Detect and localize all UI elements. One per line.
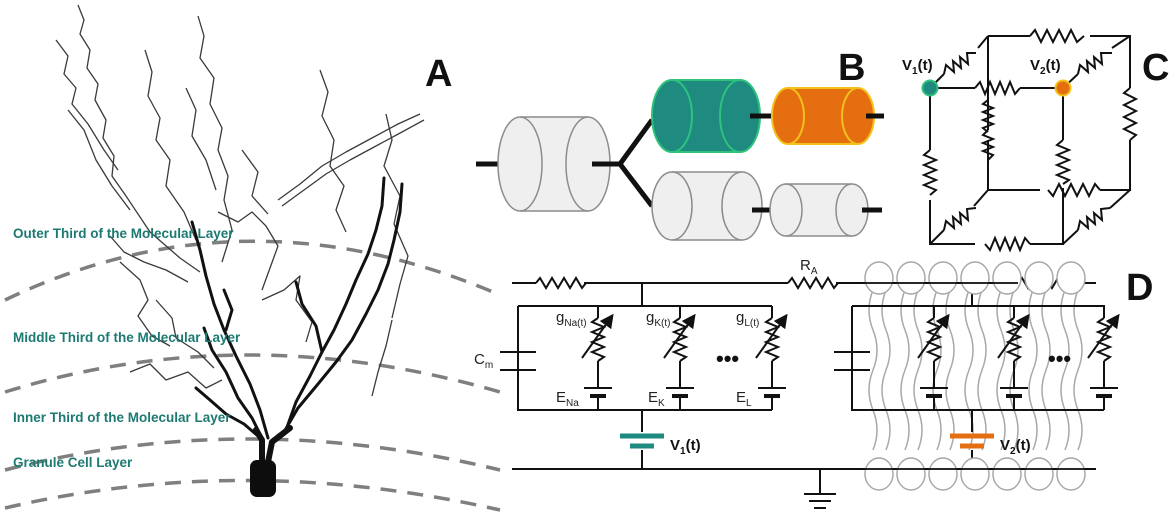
variable-resistor-icon — [763, 317, 781, 362]
panel-letter-b: B — [838, 47, 865, 89]
gray-compartment-lower — [651, 171, 763, 241]
membrane-circuit-v1: Cm gNa(t) ENa — [474, 283, 788, 469]
resistor-icon — [787, 276, 839, 290]
resistor-icon — [1077, 52, 1112, 75]
layer-boundary-outer — [4, 239, 501, 302]
label-el: EL — [736, 389, 752, 409]
layer-label-outer: Outer Third of the Molecular Layer — [13, 226, 234, 241]
battery-icon — [950, 433, 994, 449]
battery-icon — [920, 387, 948, 398]
cube-connecting-edges — [929, 35, 1131, 245]
resistor-icon — [943, 52, 976, 75]
label-gl: gL(t) — [736, 309, 759, 329]
ellipsis-right: ••• — [1048, 346, 1071, 371]
resistor-icon — [984, 235, 1031, 253]
capacitor-icon — [834, 351, 870, 371]
label-v1-circuit: V1(t) — [670, 437, 701, 457]
orange-compartment — [771, 87, 875, 145]
resistor-icon — [1029, 27, 1085, 45]
layer-boundary-middle — [4, 353, 501, 394]
resistor-icon — [1121, 87, 1139, 141]
primary-dendrite-right — [265, 425, 293, 465]
label-v2-cube: V2(t) — [1030, 57, 1061, 77]
branch-point — [617, 118, 655, 208]
panel-b: B — [476, 47, 884, 241]
resistor-icon — [974, 79, 1021, 97]
layer-label-inner: Inner Third of the Molecular Layer — [13, 410, 231, 425]
battery-icon — [620, 433, 664, 449]
label-ra: RA — [800, 257, 818, 277]
variable-resistor-icon — [925, 317, 943, 362]
soma-compartment — [497, 116, 611, 212]
battery-icon — [1090, 387, 1118, 398]
cube-front-edges — [929, 87, 1064, 245]
resistor-icon — [980, 99, 996, 133]
label-cm: Cm — [474, 351, 493, 371]
label-gna: gNa(t) — [556, 309, 587, 329]
resistor-icon — [921, 149, 939, 196]
node-v1 — [921, 79, 939, 97]
soma — [250, 460, 276, 497]
teal-compartment — [651, 79, 761, 153]
membrane-circuit-v2: ••• V2(t) — [834, 261, 1120, 491]
label-v2-circuit: V2(t) — [1000, 437, 1031, 457]
lipid-heads-top — [864, 261, 1086, 295]
lipid-heads-bottom — [864, 457, 1086, 491]
battery-icon — [584, 387, 612, 398]
primary-dendrite-left — [253, 427, 265, 465]
variable-resistor-icon — [1005, 317, 1023, 362]
capacitor-cm — [500, 351, 536, 371]
battery-icon — [758, 387, 786, 398]
label-ek: EK — [648, 389, 665, 409]
layer-boundary-granule — [4, 478, 501, 512]
label-ena: ENa — [556, 389, 579, 409]
resistor-icon — [1047, 181, 1101, 199]
gray-compartment-distal — [769, 183, 869, 237]
panel-d: RA Cm — [474, 257, 1153, 509]
panel-letter-a: A — [425, 53, 452, 95]
label-gk: gK(t) — [646, 309, 670, 329]
resistor-icon — [943, 207, 977, 231]
node-v2 — [1054, 79, 1072, 97]
layer-boundary-inner — [4, 437, 501, 472]
panel-letter-c: C — [1142, 47, 1169, 89]
dendrite-main-branches — [190, 176, 404, 440]
resistor-icon — [1054, 139, 1072, 185]
ellipsis-left: ••• — [716, 346, 739, 371]
label-v1-cube: V1(t) — [902, 57, 933, 77]
variable-resistor-icon — [589, 317, 607, 362]
battery-icon — [666, 387, 694, 398]
battery-icon — [1000, 387, 1028, 398]
panel-letter-d: D — [1126, 267, 1153, 309]
layer-label-granule: Granule Cell Layer — [13, 455, 133, 470]
resistor-icon — [1077, 207, 1111, 231]
panel-a: Outer Third of the Molecular Layer Middl… — [4, 4, 501, 512]
resistor-icon — [535, 276, 587, 290]
layer-label-middle: Middle Third of the Molecular Layer — [13, 330, 241, 345]
panel-c: V1(t) V2(t) C — [902, 27, 1169, 253]
ground-icon — [804, 469, 836, 509]
variable-resistor-icon — [671, 317, 689, 362]
variable-resistor-icon — [1095, 317, 1113, 362]
dendrite-thin-branches — [55, 4, 425, 397]
